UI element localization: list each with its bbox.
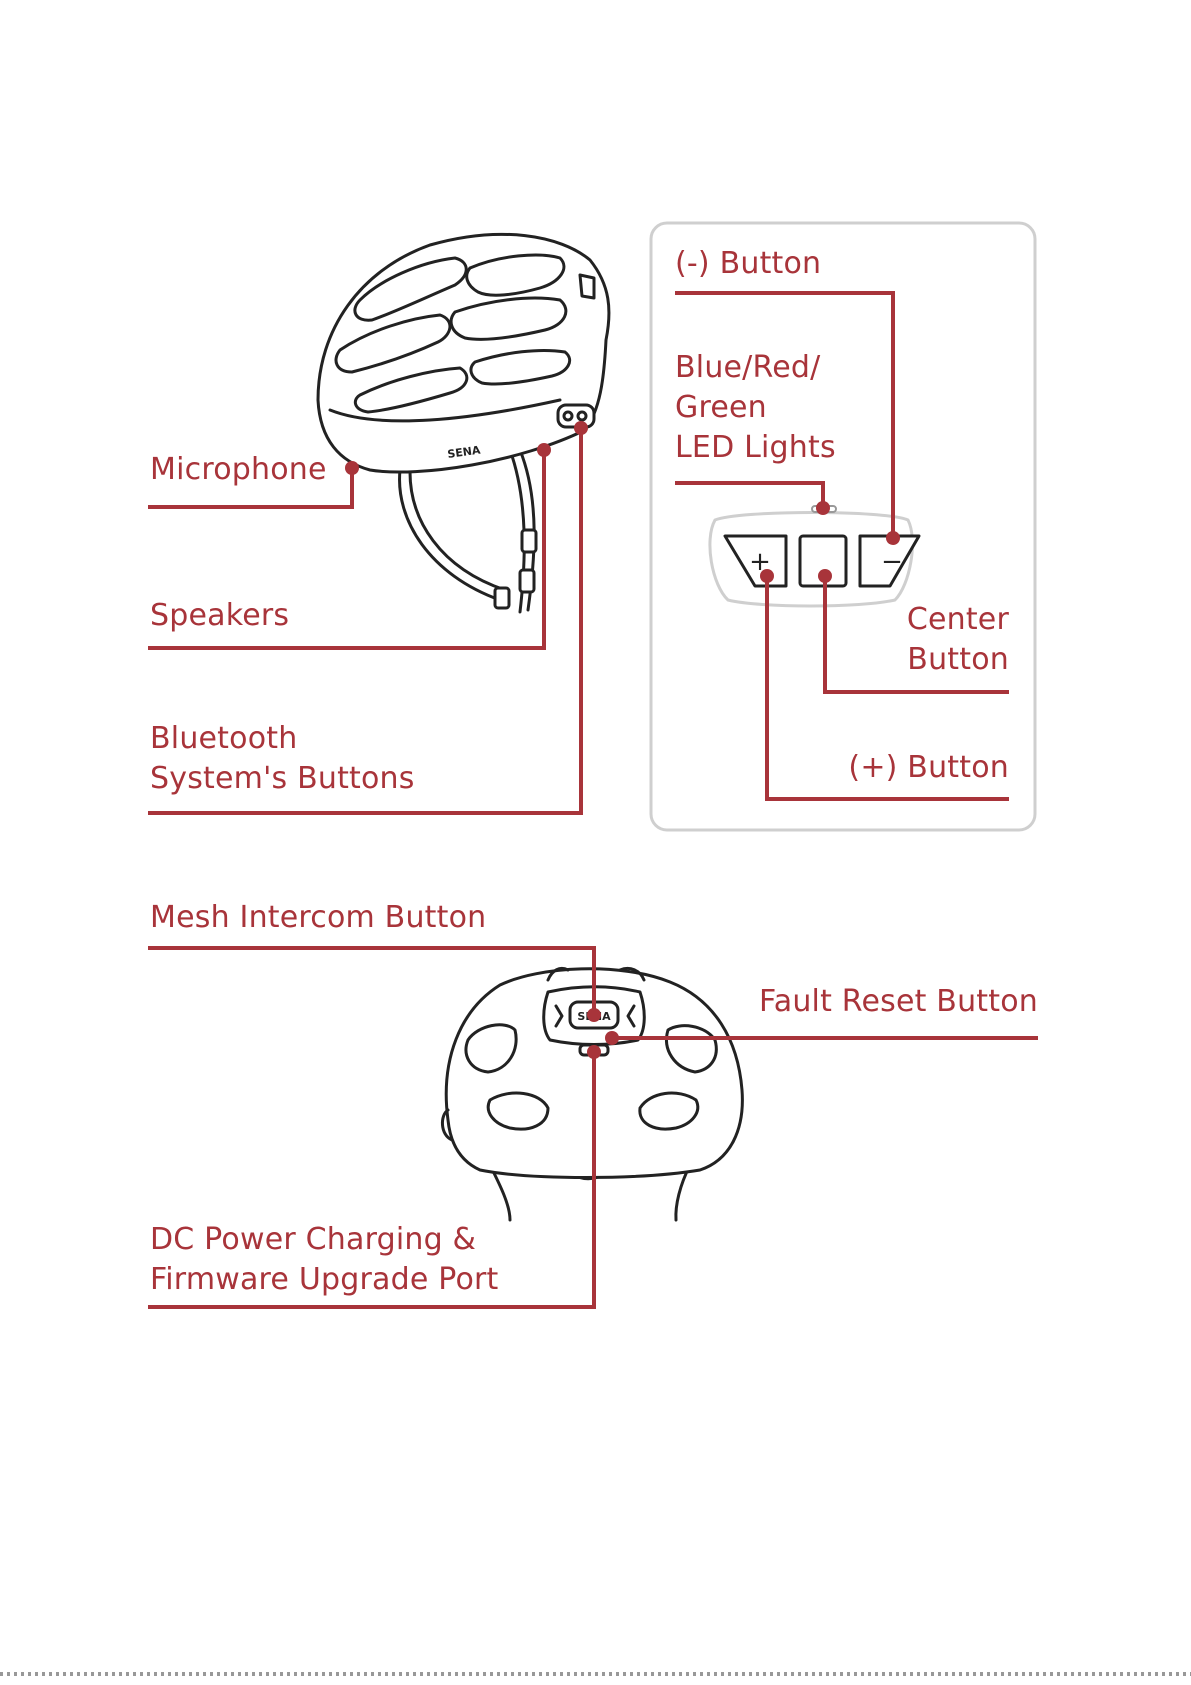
label-led-line-2: Green <box>675 388 836 428</box>
page-edge-strip <box>0 1672 1191 1676</box>
label-bluetooth-line-1: Bluetooth <box>150 719 415 759</box>
label-plus-button: (+) Button <box>800 748 1009 788</box>
label-led-line-1: Blue/Red/ <box>675 348 836 388</box>
label-dc-power-port: DC Power Charging & Firmware Upgrade Por… <box>150 1220 499 1300</box>
label-bluetooth-line-2: System's Buttons <box>150 759 415 799</box>
label-bluetooth-buttons: Bluetooth System's Buttons <box>150 719 415 799</box>
label-center-line-2: Button <box>860 640 1009 680</box>
label-speakers: Speakers <box>150 596 289 636</box>
label-microphone: Microphone <box>150 450 327 490</box>
label-fault-reset-button: Fault Reset Button <box>700 982 1038 1022</box>
label-dc-line-1: DC Power Charging & <box>150 1220 499 1260</box>
label-led-line-3: LED Lights <box>675 428 836 468</box>
label-center-line-1: Center <box>860 600 1009 640</box>
minus-key-glyph: − <box>881 547 903 577</box>
label-minus-button: (-) Button <box>675 244 821 284</box>
label-mesh-intercom-button: Mesh Intercom Button <box>150 898 486 938</box>
label-dc-line-2: Firmware Upgrade Port <box>150 1260 499 1300</box>
helmet-side-illustration <box>318 234 609 612</box>
label-center-button: Center Button <box>860 600 1009 680</box>
label-led-lights: Blue/Red/ Green LED Lights <box>675 348 836 468</box>
